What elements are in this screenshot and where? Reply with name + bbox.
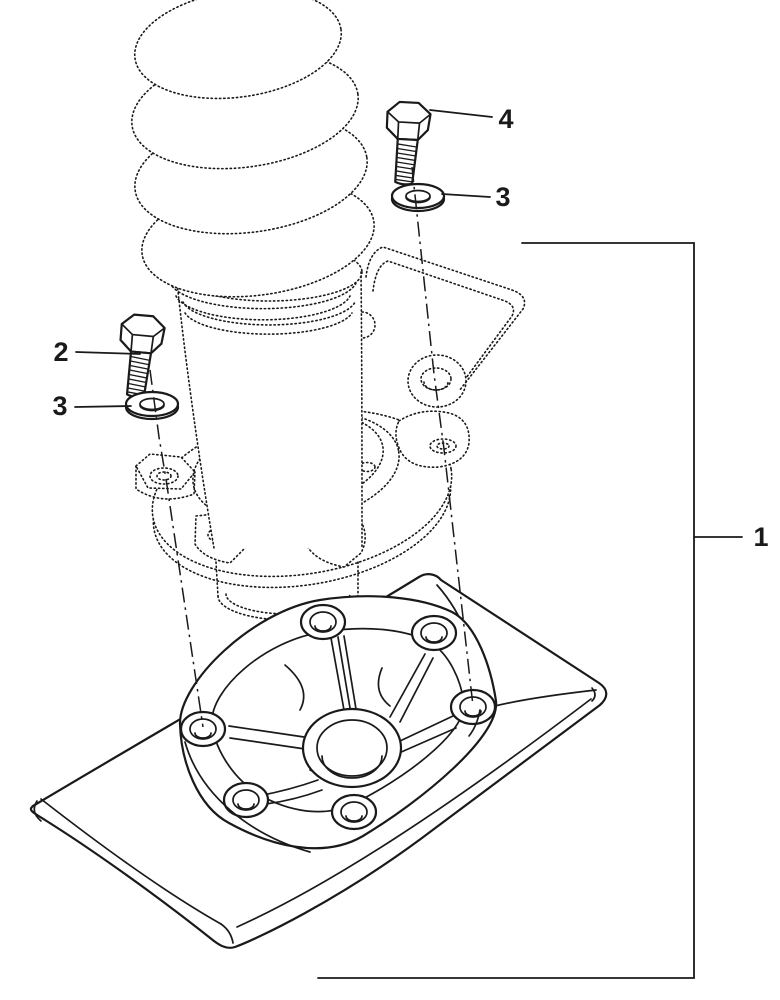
bellows-phantom bbox=[131, 0, 375, 321]
guard-bracket-phantom bbox=[365, 246, 526, 408]
cylinder-phantom bbox=[175, 242, 376, 549]
left-bolt-centerline bbox=[149, 369, 204, 728]
callout-3-left-label: 3 bbox=[52, 391, 67, 421]
callout-2-label: 2 bbox=[53, 337, 68, 367]
callout-3-right-label: 3 bbox=[495, 182, 510, 212]
assembly-centerlines bbox=[149, 166, 474, 728]
right-bolt-centerline bbox=[411, 166, 474, 707]
bolt-2 bbox=[110, 310, 168, 401]
washer-3-right bbox=[390, 182, 446, 213]
callout-3-right-leader bbox=[441, 193, 491, 198]
callout-4-leader bbox=[429, 109, 493, 118]
washer-3-left bbox=[124, 390, 180, 421]
callout-2-leader bbox=[75, 351, 141, 355]
callout-1-label: 1 bbox=[753, 522, 768, 552]
pad-bolt-bosses bbox=[179, 603, 497, 831]
foot-mounting-pad bbox=[178, 595, 498, 853]
bolt-4 bbox=[379, 98, 433, 188]
callout-4-label: 4 bbox=[498, 104, 513, 134]
callout-3-left-leader bbox=[74, 405, 132, 408]
callout-1-bracket bbox=[317, 242, 695, 979]
callouts: 1 2 3 4 3 bbox=[52, 104, 769, 979]
